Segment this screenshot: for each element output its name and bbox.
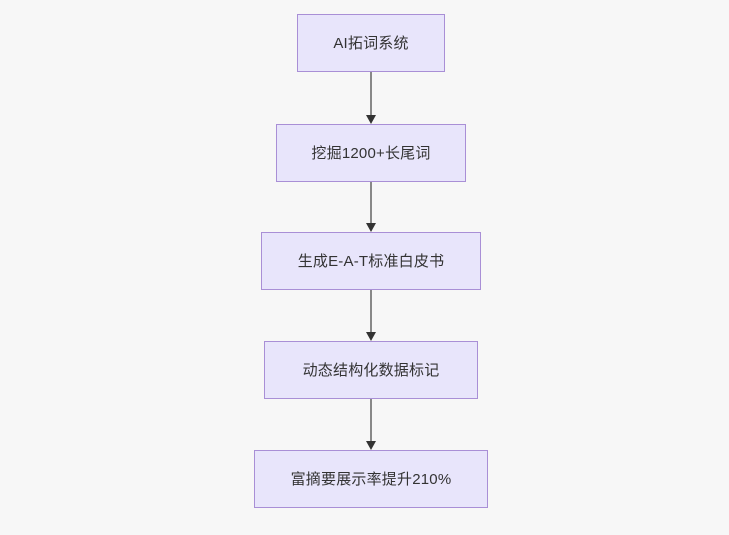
node-label: 生成E-A-T标准白皮书 <box>297 252 445 270</box>
edge-line <box>370 290 372 332</box>
arrow-down-icon <box>366 115 376 124</box>
flowchart-node-ai-keyword-system[interactable]: AI拓词系统 <box>297 14 445 72</box>
edge-line <box>370 182 372 223</box>
arrow-down-icon <box>366 332 376 341</box>
edge-line <box>370 72 372 115</box>
node-label: AI拓词系统 <box>333 34 409 52</box>
node-label: 动态结构化数据标记 <box>302 361 440 379</box>
edge-line <box>370 399 372 441</box>
node-label: 富摘要展示率提升210% <box>290 470 452 488</box>
flowchart-node-rich-snippet-rate-increase[interactable]: 富摘要展示率提升210% <box>254 450 488 508</box>
node-label: 挖掘1200+长尾词 <box>311 144 431 162</box>
flowchart-node-mine-longtail-keywords[interactable]: 挖掘1200+长尾词 <box>276 124 466 182</box>
arrow-down-icon <box>366 223 376 232</box>
flowchart-node-dynamic-structured-data-markup[interactable]: 动态结构化数据标记 <box>264 341 478 399</box>
edge-n4-n5 <box>365 399 377 450</box>
edge-n1-n2 <box>365 72 377 124</box>
arrow-down-icon <box>366 441 376 450</box>
edge-n3-n4 <box>365 290 377 341</box>
edge-n2-n3 <box>365 182 377 232</box>
flowchart-node-generate-eat-whitepaper[interactable]: 生成E-A-T标准白皮书 <box>261 232 481 290</box>
